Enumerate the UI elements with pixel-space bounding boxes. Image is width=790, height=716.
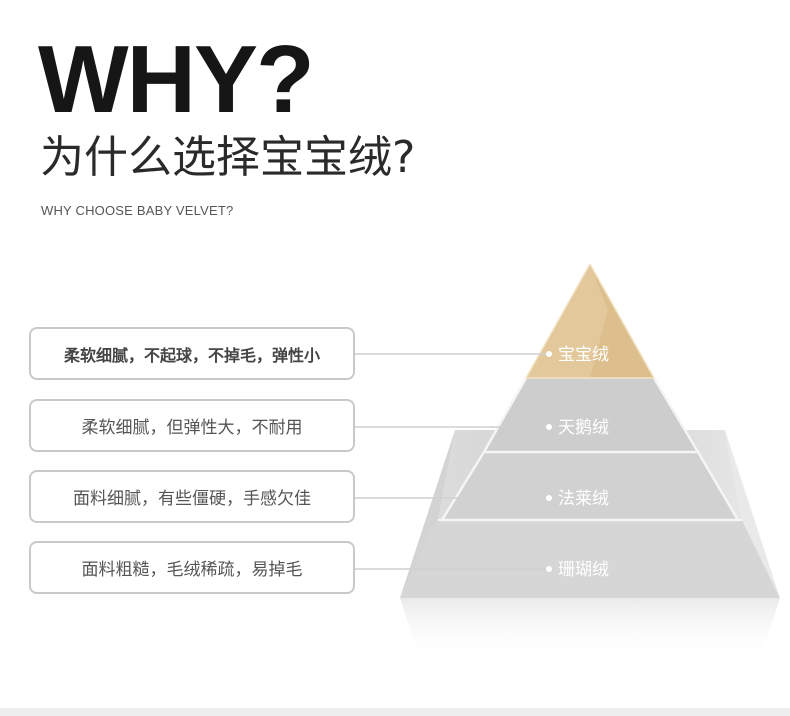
- tier-flannel: [442, 452, 738, 520]
- connector-dot-1: [546, 351, 552, 357]
- comparison-box-3: 面料细腻，有些僵硬，手感欠佳: [29, 470, 355, 523]
- comparison-box-2: 柔软细腻，但弹性大，不耐用: [29, 399, 355, 452]
- tier-label-1: 宝宝绒: [558, 345, 609, 365]
- page-subtitle: WHY CHOOSE BABY VELVET?: [41, 203, 234, 218]
- page-title: 为什么选择宝宝绒?: [40, 132, 416, 183]
- tier-label-4: 珊瑚绒: [558, 560, 609, 580]
- comparison-box-4: 面料粗糙，毛绒稀疏，易掉毛: [29, 541, 355, 594]
- connector-dot-2: [546, 424, 552, 430]
- pyramid-reflection: [400, 598, 780, 660]
- connector-dot-4: [546, 566, 552, 572]
- connector-dot-3: [546, 495, 552, 501]
- tier-coral: [400, 520, 780, 598]
- bottom-divider: [0, 708, 790, 716]
- tier-velvet: [484, 378, 698, 452]
- why-heading: WHY?: [38, 26, 315, 133]
- tier-label-2: 天鹅绒: [558, 418, 609, 438]
- tier-label-3: 法莱绒: [558, 489, 609, 509]
- comparison-box-1: 柔软细腻，不起球，不掉毛，弹性小: [29, 327, 355, 380]
